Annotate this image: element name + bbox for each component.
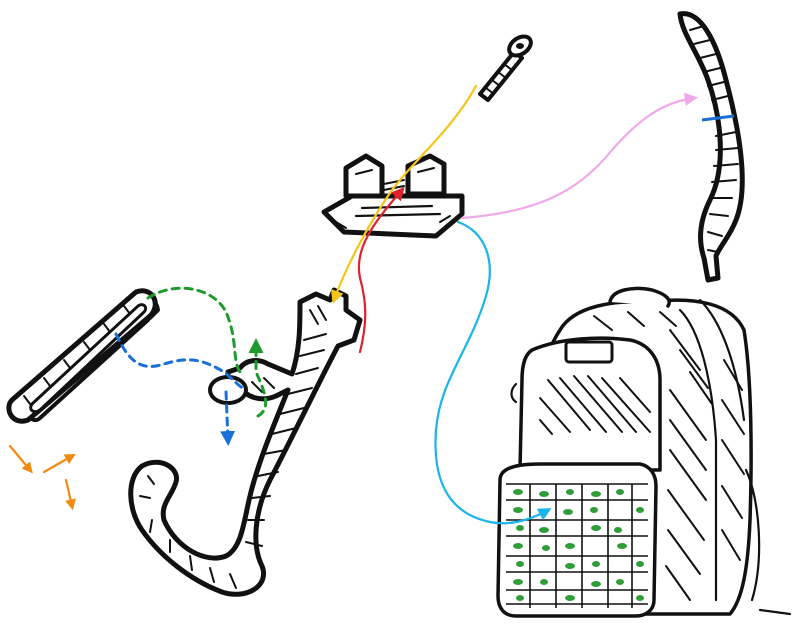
- buckle-icon: [6, 288, 160, 424]
- connection-green-up-arrow: [248, 338, 268, 418]
- connection-red-arrow: [357, 187, 405, 354]
- motion-arrows: [8, 444, 76, 511]
- connection-pink-arrow: [460, 92, 698, 220]
- molle-webbing: [506, 483, 648, 608]
- hook-icon: [128, 287, 363, 597]
- connection-blue-dashed-arrow: [114, 332, 248, 392]
- connection-green-dashed-arrow: [146, 286, 242, 374]
- connection-cyan-arrow: [434, 220, 552, 525]
- strap-icon: [677, 11, 745, 283]
- backpack-icon: [496, 286, 792, 618]
- mount-clip-icon: [321, 153, 465, 239]
- screw-icon: [478, 34, 533, 102]
- connection-blue-down-arrow: [220, 390, 236, 446]
